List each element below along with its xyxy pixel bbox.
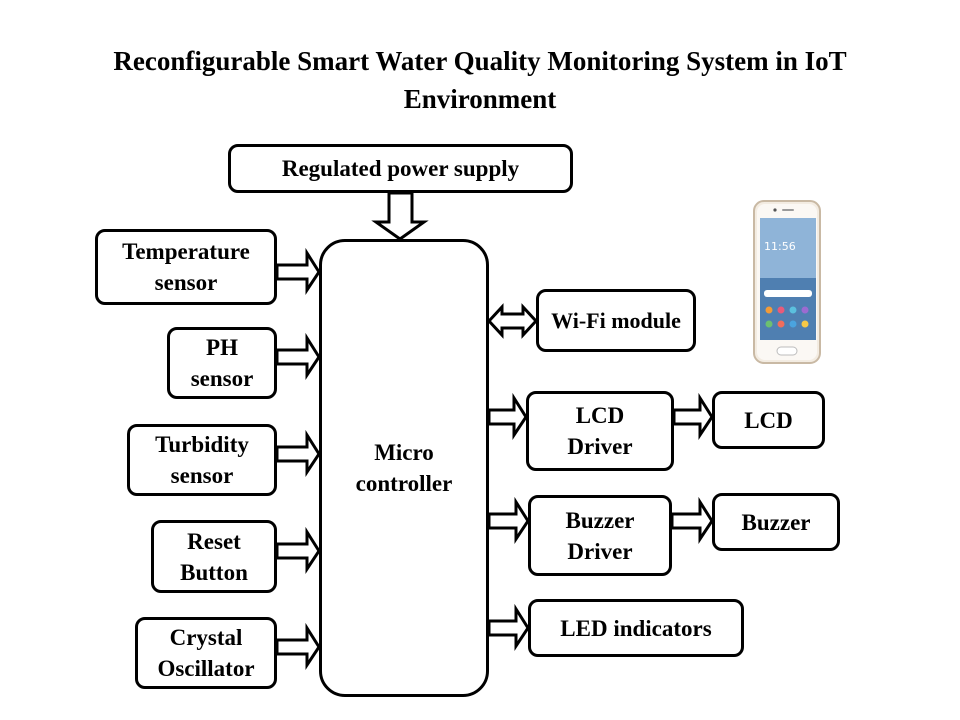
buzzer-driver-block: Buzzer Driver [528,495,672,576]
power-supply-block: Regulated power supply [228,144,573,193]
ph-sensor-block: PH sensor [167,327,277,399]
arrow-mc-to-lcd-driver [487,392,528,440]
lcd-driver-block: LCD Driver [526,391,674,471]
turbidity-sensor-block: Turbidity sensor [127,424,277,496]
title-line-2: Environment [403,84,557,114]
smartphone-icon: 11:56 [753,200,821,364]
arrow-buzzer-driver-to-buzzer [670,496,714,544]
arrow-mc-wifi-bidirectional [486,303,539,339]
reset-button-block: Reset Button [151,520,277,593]
arrow-power-to-mc [371,191,429,241]
microcontroller-block: Micro controller [319,239,489,697]
arrow-ph-to-mc [275,332,321,380]
lcd-block: LCD [712,391,825,449]
arrow-temperature-to-mc [275,247,321,295]
led-indicators-block: LED indicators [528,599,744,657]
arrow-lcd-driver-to-lcd [672,392,714,440]
arrow-mc-to-led [487,603,530,651]
temperature-sensor-block: Temperature sensor [95,229,277,305]
phone-clock: 11:56 [764,240,796,253]
title-line-1: Reconfigurable Smart Water Quality Monit… [113,46,847,76]
arrow-turbidity-to-mc [275,429,321,477]
crystal-oscillator-block: Crystal Oscillator [135,617,277,689]
buzzer-block: Buzzer [712,493,840,551]
arrow-crystal-to-mc [275,622,321,670]
diagram-title: Reconfigurable Smart Water Quality Monit… [0,42,960,118]
arrow-mc-to-buzzer-driver [487,496,530,544]
wifi-module-block: Wi-Fi module [536,289,696,352]
arrow-reset-to-mc [275,526,321,574]
